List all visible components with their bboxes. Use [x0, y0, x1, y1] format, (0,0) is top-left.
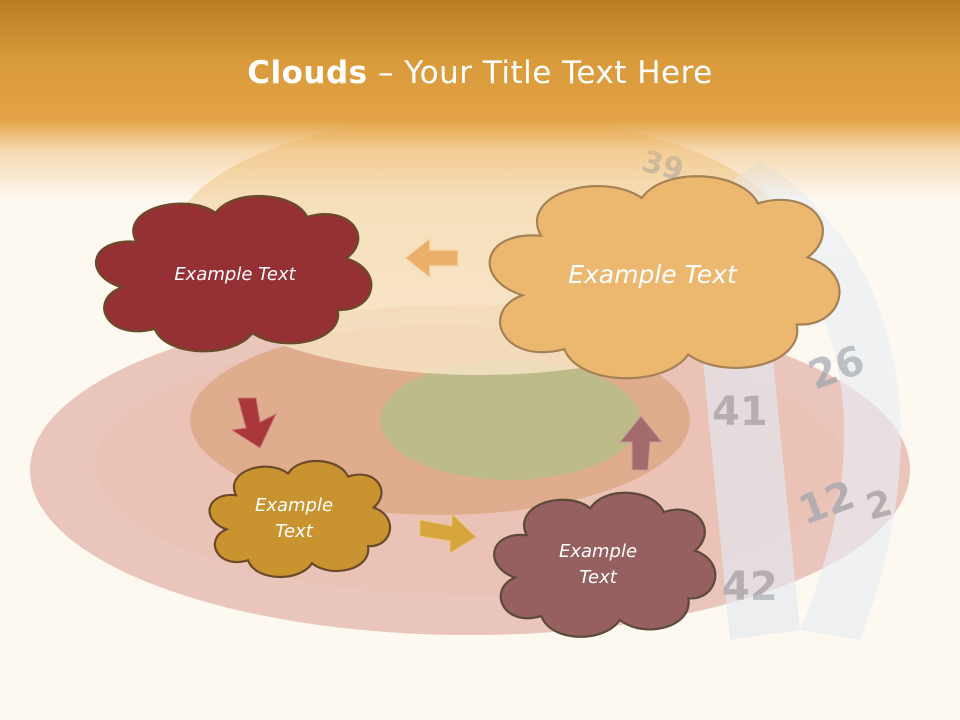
title-dash: –: [367, 55, 405, 91]
measuring-tape: 26 41 12 42 2 39: [638, 144, 901, 640]
cloud-2-text: Example Text: [568, 259, 737, 289]
cloud-3[interactable]: [210, 461, 391, 577]
header-band: [0, 0, 960, 200]
title-bold: Clouds: [247, 55, 368, 91]
cloud-4[interactable]: [494, 493, 715, 637]
arrow-down-right[interactable]: [230, 397, 278, 449]
tape-mark: 41: [712, 389, 768, 435]
cloud-2[interactable]: [490, 176, 840, 378]
lettuce: [380, 360, 640, 480]
cloud-1-text: Example Text: [174, 263, 296, 285]
tape-mark: 42: [722, 564, 778, 610]
cloud-4-text: Example Text: [558, 540, 638, 588]
arrow-left[interactable]: [403, 236, 459, 280]
slide-title[interactable]: Clouds – Your Title Text Here: [0, 55, 960, 91]
cloud-3-text: Example Text: [254, 494, 334, 542]
title-rest: Your Title Text Here: [404, 55, 713, 91]
arrow-up[interactable]: [618, 415, 664, 471]
cloud-1[interactable]: [96, 196, 371, 351]
arrow-right[interactable]: [419, 512, 477, 554]
